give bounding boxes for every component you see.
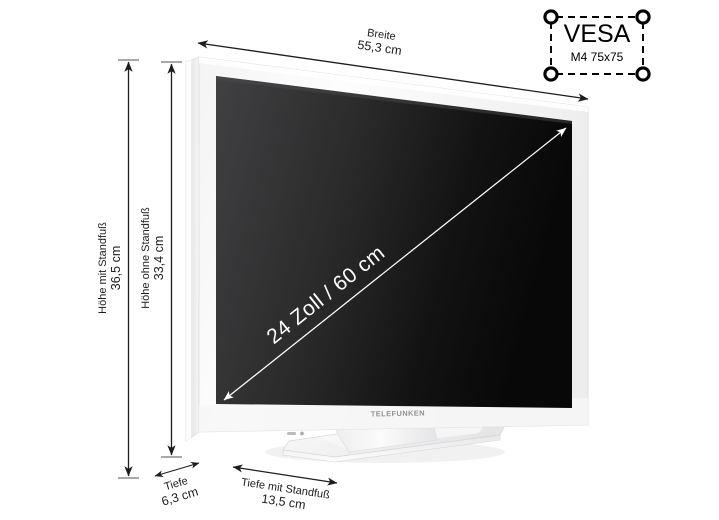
height-with-stand-label: Höhe mit Standfuß — [97, 222, 109, 314]
tv-screen — [216, 76, 572, 408]
dimension-height-without-stand: Höhe ohne Standfuß 33,4 cm — [140, 61, 182, 458]
dimension-depth-with-stand: Tiefe mit Standfuß 13,5 cm — [232, 464, 338, 512]
height-with-stand-value: 36,5 cm — [109, 246, 123, 290]
panel-side-face — [185, 56, 200, 442]
television-illustration: TELEFUNKEN 24 Zoll / 60 cm — [185, 56, 589, 463]
width-label: Breite — [366, 27, 396, 43]
width-arrow — [197, 40, 589, 102]
dimension-width: Breite 55,3 cm — [197, 27, 589, 102]
depth-arrow — [154, 462, 200, 477]
vesa-title-text: VESA — [564, 20, 631, 48]
height-without-stand-label: Höhe ohne Standfuß — [140, 207, 152, 309]
dimension-height-with-stand: Höhe mit Standfuß 36,5 cm — [97, 59, 139, 479]
brand-logo: TELEFUNKEN — [371, 408, 425, 418]
vesa-hole-bottom-left — [543, 66, 559, 82]
brand-logo-text: TELEFUNKEN — [371, 408, 425, 418]
vesa-badge: VESA M4 75x75 — [543, 9, 651, 82]
depth-with-stand-arrow — [232, 464, 338, 486]
vesa-spec-text: M4 75x75 — [571, 50, 624, 64]
vesa-hole-top-right — [635, 9, 651, 25]
width-value: 55,3 cm — [357, 38, 403, 58]
depth-with-stand-value: 13,5 cm — [260, 492, 306, 512]
dimension-depth: Tiefe 6,3 cm — [154, 462, 200, 509]
ir-receiver-indicator — [287, 431, 304, 436]
screen-diagonal-arrow — [223, 127, 567, 401]
height-without-stand-value: 33,4 cm — [152, 236, 166, 280]
vesa-hole-bottom-right — [635, 66, 651, 82]
vesa-hole-top-left — [543, 9, 559, 25]
